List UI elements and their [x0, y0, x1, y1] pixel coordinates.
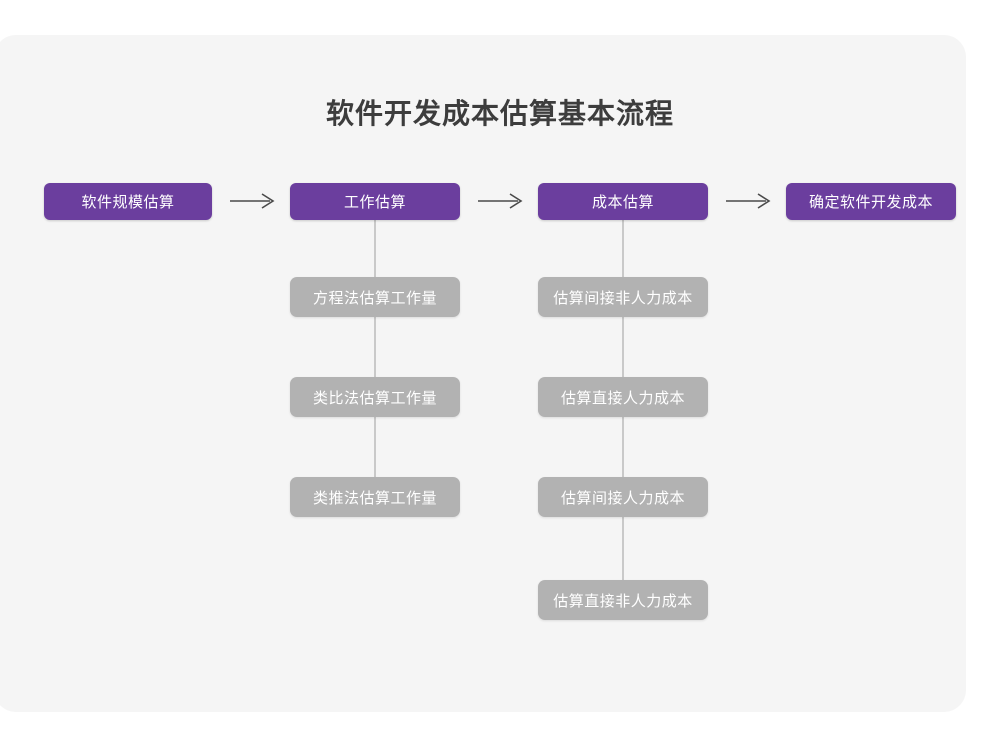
- step-software-scale-estimation[interactable]: 软件规模估算: [44, 183, 212, 220]
- branch-2-item-4[interactable]: 估算直接非人力成本: [538, 580, 708, 620]
- branch-item-label: 估算间接人力成本: [560, 489, 685, 507]
- step-determine-development-cost[interactable]: 确定软件开发成本: [786, 183, 956, 220]
- branch-1-item-2[interactable]: 类比法估算工作量: [290, 377, 460, 417]
- page-title: 软件开发成本估算基本流程: [325, 98, 674, 129]
- arrow-right-icon-2: [476, 190, 526, 212]
- content-card: [0, 35, 966, 712]
- step-cost-estimation[interactable]: 成本估算: [538, 183, 708, 220]
- step-label: 成本估算: [591, 194, 654, 211]
- arrow-right-icon-1: [228, 190, 278, 212]
- branch-item-label: 方程法估算工作量: [312, 289, 437, 307]
- branch-2-item-2[interactable]: 估算直接人力成本: [538, 377, 708, 417]
- branch-item-label: 估算直接非人力成本: [553, 592, 693, 610]
- branch-1-item-3[interactable]: 类推法估算工作量: [290, 477, 460, 517]
- branch-2-item-3[interactable]: 估算间接人力成本: [538, 477, 708, 517]
- branch-item-label: 估算直接人力成本: [560, 389, 685, 407]
- branch-item-label: 类推法估算工作量: [312, 489, 437, 507]
- branch-item-label: 估算间接非人力成本: [553, 289, 693, 307]
- step-work-estimation[interactable]: 工作估算: [290, 183, 460, 220]
- step-label: 软件规模估算: [81, 194, 175, 211]
- branch-2-item-1[interactable]: 估算间接非人力成本: [538, 277, 708, 317]
- branch-item-label: 类比法估算工作量: [312, 389, 437, 407]
- branch-1-item-1[interactable]: 方程法估算工作量: [290, 277, 460, 317]
- step-label: 工作估算: [343, 194, 406, 211]
- connector-branch-1: [374, 219, 376, 498]
- step-label: 确定软件开发成本: [808, 194, 933, 211]
- arrow-right-icon-3: [724, 190, 774, 212]
